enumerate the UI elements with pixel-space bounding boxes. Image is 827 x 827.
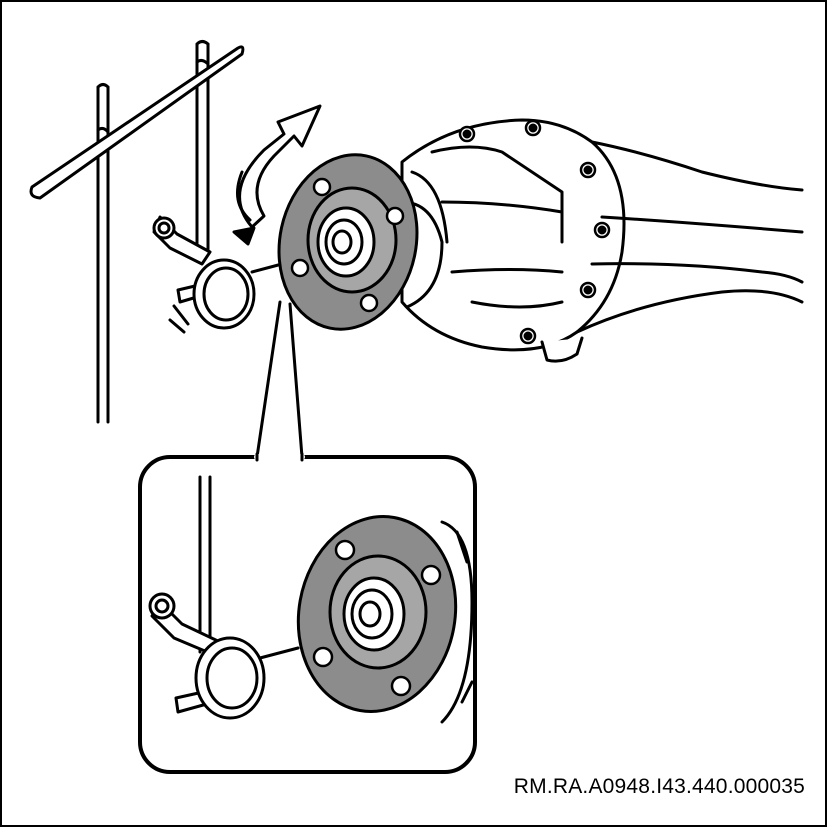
dial-indicator-icon bbox=[152, 215, 284, 334]
reference-code: RM.RA.A0948.I43.440.000035 bbox=[513, 775, 805, 798]
differential-carrier-icon bbox=[400, 118, 804, 363]
callout-leader bbox=[255, 300, 304, 459]
magnifier-callout-icon bbox=[138, 452, 477, 774]
companion-flange-icon bbox=[277, 153, 419, 331]
rotate-arrow-icon bbox=[232, 104, 322, 246]
indicator-stand bbox=[29, 40, 245, 424]
